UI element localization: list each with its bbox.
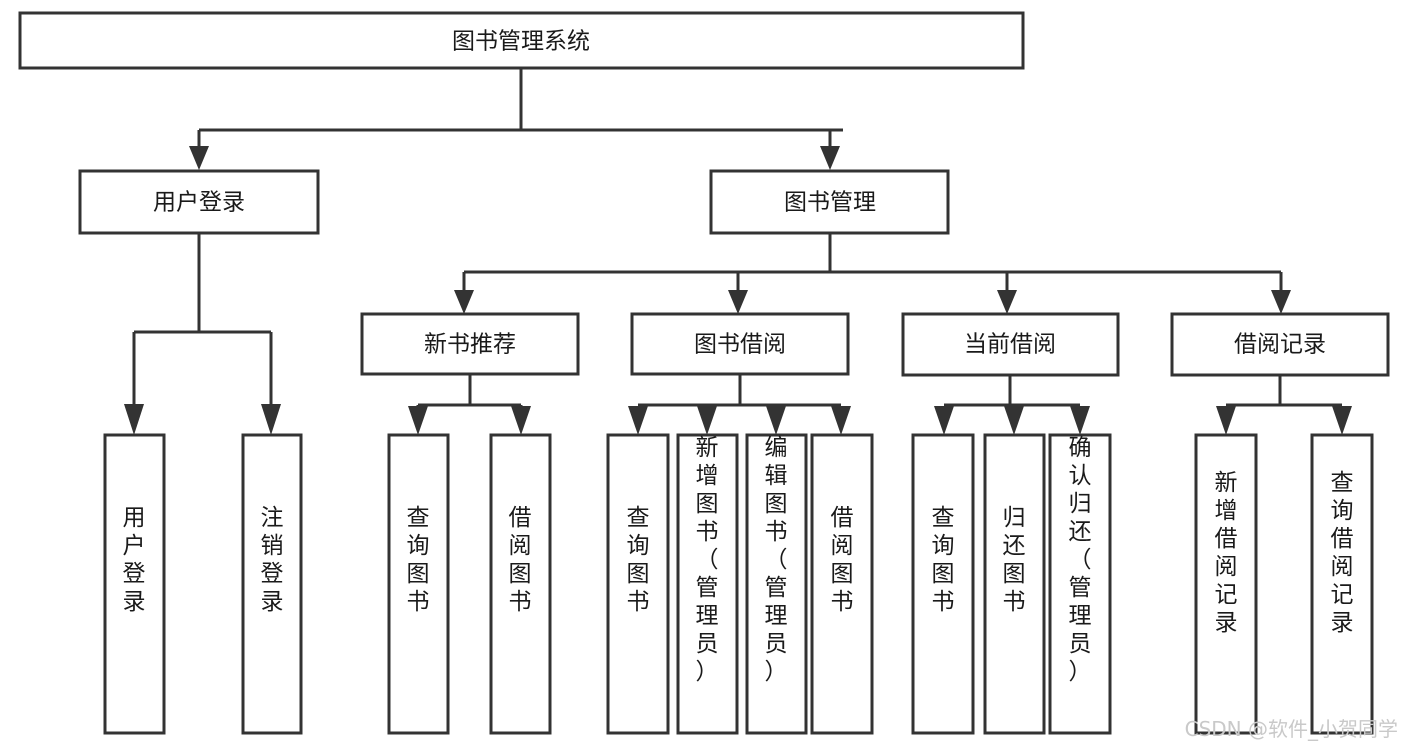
leaf-query-book-1-label: 查询图书: [407, 505, 430, 615]
node-new-book-recommend[interactable]: 新书推荐: [360, 312, 580, 376]
node-leaf-borrow-book-1[interactable]: 借阅图书: [489, 433, 552, 735]
arrow-to-current-borrow: [997, 290, 1017, 314]
node-leaf-borrow-book-2[interactable]: 借阅图书: [810, 433, 874, 735]
leaf-query-borrow-record-box[interactable]: [1310, 433, 1374, 735]
node-root[interactable]: 图书管理系统: [18, 11, 1025, 70]
leaf-query-book-2-label: 查询图书: [627, 505, 650, 615]
csdn-watermark: CSDN @软件_小贺同学: [1185, 717, 1398, 741]
leaf-confirm-return-box[interactable]: [1048, 433, 1112, 735]
node-current-borrow[interactable]: 当前借阅: [901, 312, 1120, 377]
arrow-leaf-logout-login: [261, 404, 281, 435]
node-leaf-query-book-3[interactable]: 查询图书: [911, 433, 975, 735]
node-user-login[interactable]: 用户登录: [78, 169, 320, 235]
arrow-leaf-query-book-3: [934, 406, 954, 435]
node-leaf-query-borrow-record[interactable]: 查询借阅记录: [1310, 433, 1374, 735]
arrow-to-user-login: [189, 146, 209, 170]
arrow-to-book-borrow: [728, 290, 748, 314]
leaf-user-login-label: 用户登录: [123, 505, 146, 615]
arrow-to-new-book-recommend: [454, 290, 474, 314]
leaf-return-book-label: 归还图书: [1003, 505, 1026, 615]
arrow-leaf-add-book: [697, 406, 717, 435]
node-leaf-confirm-return[interactable]: 确认归还（管理员）: [1048, 433, 1112, 735]
leaf-query-borrow-record-label: 查询借阅记录: [1331, 470, 1354, 636]
leaf-borrow-book-1-box[interactable]: [489, 433, 552, 735]
new-book-recommend-label: 新书推荐: [424, 332, 516, 358]
book-management-label: 图书管理: [784, 190, 876, 216]
node-leaf-return-book[interactable]: 归还图书: [983, 433, 1046, 735]
user-login-label: 用户登录: [153, 190, 245, 216]
node-leaf-add-book[interactable]: 新增图书（管理员）: [676, 433, 739, 735]
new-book-recommend-box[interactable]: [360, 312, 580, 376]
node-leaf-edit-book[interactable]: 编辑图书（管理员）: [745, 433, 808, 735]
root-box[interactable]: [18, 11, 1025, 70]
leaf-user-login-box[interactable]: [103, 433, 166, 735]
node-leaf-query-book-1[interactable]: 查询图书: [387, 433, 450, 735]
book-borrow-box[interactable]: [630, 312, 850, 376]
leaf-query-book-2-box[interactable]: [606, 433, 670, 735]
leaf-add-book-box[interactable]: [676, 433, 739, 735]
borrow-record-label: 借阅记录: [1234, 332, 1326, 358]
book-borrow-label: 图书借阅: [694, 332, 786, 358]
root-label: 图书管理系统: [452, 29, 590, 55]
leaf-borrow-book-2-box[interactable]: [810, 433, 874, 735]
leaf-borrow-book-2-label: 借阅图书: [831, 505, 854, 615]
arrow-leaf-confirm-return: [1070, 406, 1090, 435]
arrow-leaf-user-login: [124, 404, 144, 435]
arrow-leaf-borrow-book-2: [831, 406, 851, 435]
leaf-return-book-box[interactable]: [983, 433, 1046, 735]
leaf-edit-book-label: 编辑图书（管理员）: [765, 435, 788, 685]
current-borrow-box[interactable]: [901, 312, 1120, 377]
leaf-logout-login-label: 注销登录: [261, 505, 284, 615]
leaf-logout-login-box[interactable]: [241, 433, 303, 735]
arrow-leaf-query-borrow-record: [1332, 406, 1352, 435]
arrow-leaf-return-book: [1004, 406, 1024, 435]
connector-layer: [124, 68, 1352, 435]
leaf-add-book-label: 新增图书（管理员）: [696, 435, 719, 685]
arrow-leaf-add-borrow-record: [1216, 406, 1236, 435]
node-leaf-add-borrow-record[interactable]: 新增借阅记录: [1194, 433, 1258, 735]
node-book-management[interactable]: 图书管理: [709, 169, 950, 235]
arrow-leaf-query-book-2: [628, 406, 648, 435]
arrow-to-book-management: [820, 146, 840, 170]
leaf-query-book-1-box[interactable]: [387, 433, 450, 735]
leaf-query-book-3-label: 查询图书: [932, 505, 955, 615]
leaf-confirm-return-label: 确认归还（管理员）: [1069, 435, 1092, 685]
arrow-to-borrow-record: [1271, 290, 1291, 314]
leaf-query-book-3-box[interactable]: [911, 433, 975, 735]
leaf-borrow-book-1-label: 借阅图书: [509, 505, 532, 615]
book-management-box[interactable]: [709, 169, 950, 235]
node-book-borrow[interactable]: 图书借阅: [630, 312, 850, 376]
current-borrow-label: 当前借阅: [964, 332, 1056, 358]
arrow-leaf-borrow-book-1: [511, 406, 531, 435]
leaf-add-borrow-record-box[interactable]: [1194, 433, 1258, 735]
arrow-leaf-edit-book: [766, 406, 786, 435]
node-leaf-query-book-2[interactable]: 查询图书: [606, 433, 670, 735]
node-leaf-logout-login[interactable]: 注销登录: [241, 433, 303, 735]
arrow-leaf-query-book-1: [408, 406, 428, 435]
node-leaf-user-login[interactable]: 用户登录: [103, 433, 166, 735]
borrow-record-box[interactable]: [1170, 312, 1390, 377]
leaf-add-borrow-record-label: 新增借阅记录: [1215, 470, 1238, 636]
leaf-edit-book-box[interactable]: [745, 433, 808, 735]
node-borrow-record[interactable]: 借阅记录: [1170, 312, 1390, 377]
user-login-box[interactable]: [78, 169, 320, 235]
